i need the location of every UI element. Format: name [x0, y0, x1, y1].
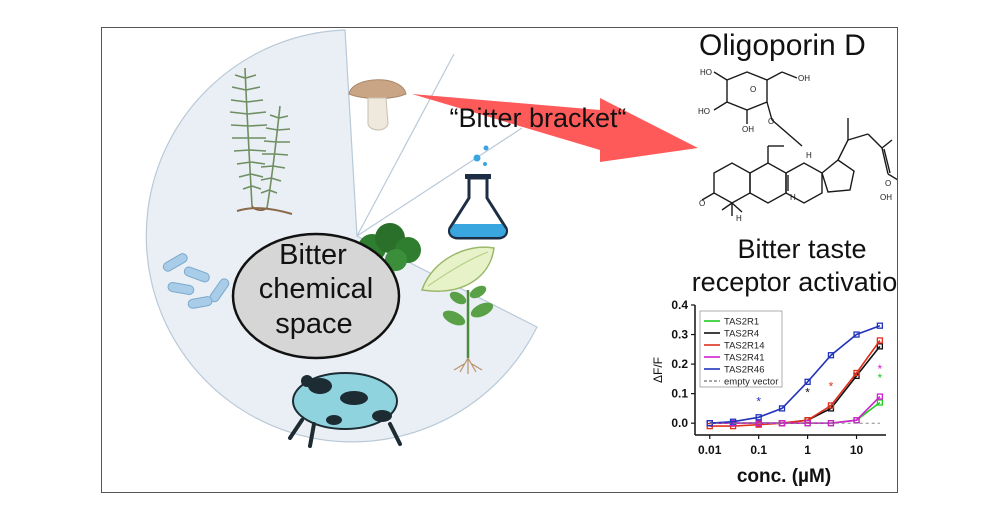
dose-response-chart: 0.0 0.1 0.2 0.3 0.4 0.01 0.1 1 10 conc. (µM) ΔF/F *…	[651, 298, 886, 487]
significance-star: *	[878, 362, 883, 376]
activation-title-line-2: receptor activation	[692, 267, 898, 297]
bacteria-icon	[162, 253, 230, 309]
significance-star: *	[829, 380, 834, 394]
legend-label: TAS2R46	[724, 365, 764, 376]
atom-label: OH	[798, 74, 810, 83]
data-point	[827, 402, 835, 409]
x-axis-label: conc. (µM)	[737, 466, 831, 487]
flask-icon	[448, 145, 508, 240]
activation-title-line-1: Bitter taste	[737, 234, 866, 264]
data-point	[804, 420, 811, 427]
atom-label: O	[768, 117, 774, 126]
graphical-abstract: Bitter chemical space “Bitter bracket“ O…	[145, 29, 898, 487]
y-tick-label: 0.4	[671, 298, 688, 312]
y-tick-label: 0.2	[671, 357, 688, 371]
series-line-tas2r14	[709, 340, 881, 427]
atom-label: HO	[700, 68, 712, 77]
center-label-line-2: chemical	[259, 273, 373, 305]
legend-label: TAS2R4	[724, 329, 759, 340]
plant-icon	[442, 285, 494, 374]
legend-label: TAS2R41	[724, 353, 764, 364]
data-point	[876, 343, 884, 350]
atom-label: OH	[880, 193, 892, 202]
bitter-chemical-space-blob	[231, 232, 401, 360]
endive-icon	[421, 246, 495, 292]
data-point	[876, 393, 884, 400]
oligoporin-d-structure	[701, 71, 897, 216]
atom-label: H	[736, 214, 742, 223]
data-point	[876, 399, 884, 406]
data-point	[876, 322, 884, 329]
y-tick-label: 0.3	[671, 328, 688, 342]
figure-frame: Bitter chemical space “Bitter bracket“ O…	[101, 27, 898, 493]
x-tick-label: 1	[804, 443, 811, 457]
data-point	[804, 378, 811, 385]
data-point	[778, 405, 786, 412]
x-tick-label: 10	[850, 443, 864, 457]
data-point	[827, 352, 835, 359]
center-label-line-1: Bitter	[279, 239, 347, 271]
data-point	[755, 414, 762, 421]
x-tick-label: 0.1	[750, 443, 767, 457]
atom-label: H	[806, 151, 812, 160]
data-point	[827, 420, 835, 427]
significance-star: *	[878, 371, 883, 385]
x-tick-label: 0.01	[698, 443, 722, 457]
y-tick-label: 0.1	[671, 387, 688, 401]
data-point	[876, 337, 884, 344]
legend-box	[699, 310, 783, 388]
series-line-tas2r46	[709, 324, 881, 424]
bitter-bracket-arrow	[412, 94, 698, 162]
atom-label: O	[750, 85, 756, 94]
legend-label: TAS2R14	[724, 341, 764, 352]
molecule-atom-labels: HO OH HO OH O O O H H O OH H	[698, 68, 892, 223]
y-tick-label: 0.0	[671, 416, 688, 430]
data-point	[853, 369, 860, 377]
wedge-divider-top	[356, 53, 455, 237]
legend-label: empty vector	[724, 377, 778, 388]
compound-name: Oligoporin D	[699, 29, 866, 62]
center-label-line-3: space	[275, 308, 352, 340]
atom-label: O	[699, 199, 705, 208]
atom-label: O	[885, 179, 891, 188]
arrow-label: “Bitter bracket“	[449, 103, 626, 133]
legend-label: TAS2R1	[724, 317, 759, 328]
atom-label: HO	[698, 107, 710, 116]
significance-star: *	[805, 386, 810, 400]
data-point	[729, 418, 737, 425]
fern-icon	[229, 67, 293, 215]
significance-star: *	[756, 394, 761, 408]
frog-icon	[288, 372, 402, 448]
y-axis-label: ΔF/F	[651, 357, 665, 383]
data-point	[853, 331, 860, 338]
atom-label: OH	[742, 125, 754, 134]
mushroom-icon	[348, 79, 407, 131]
data-point	[755, 420, 762, 427]
wedge-divider-mid	[356, 127, 523, 237]
atom-label: H	[790, 193, 796, 202]
